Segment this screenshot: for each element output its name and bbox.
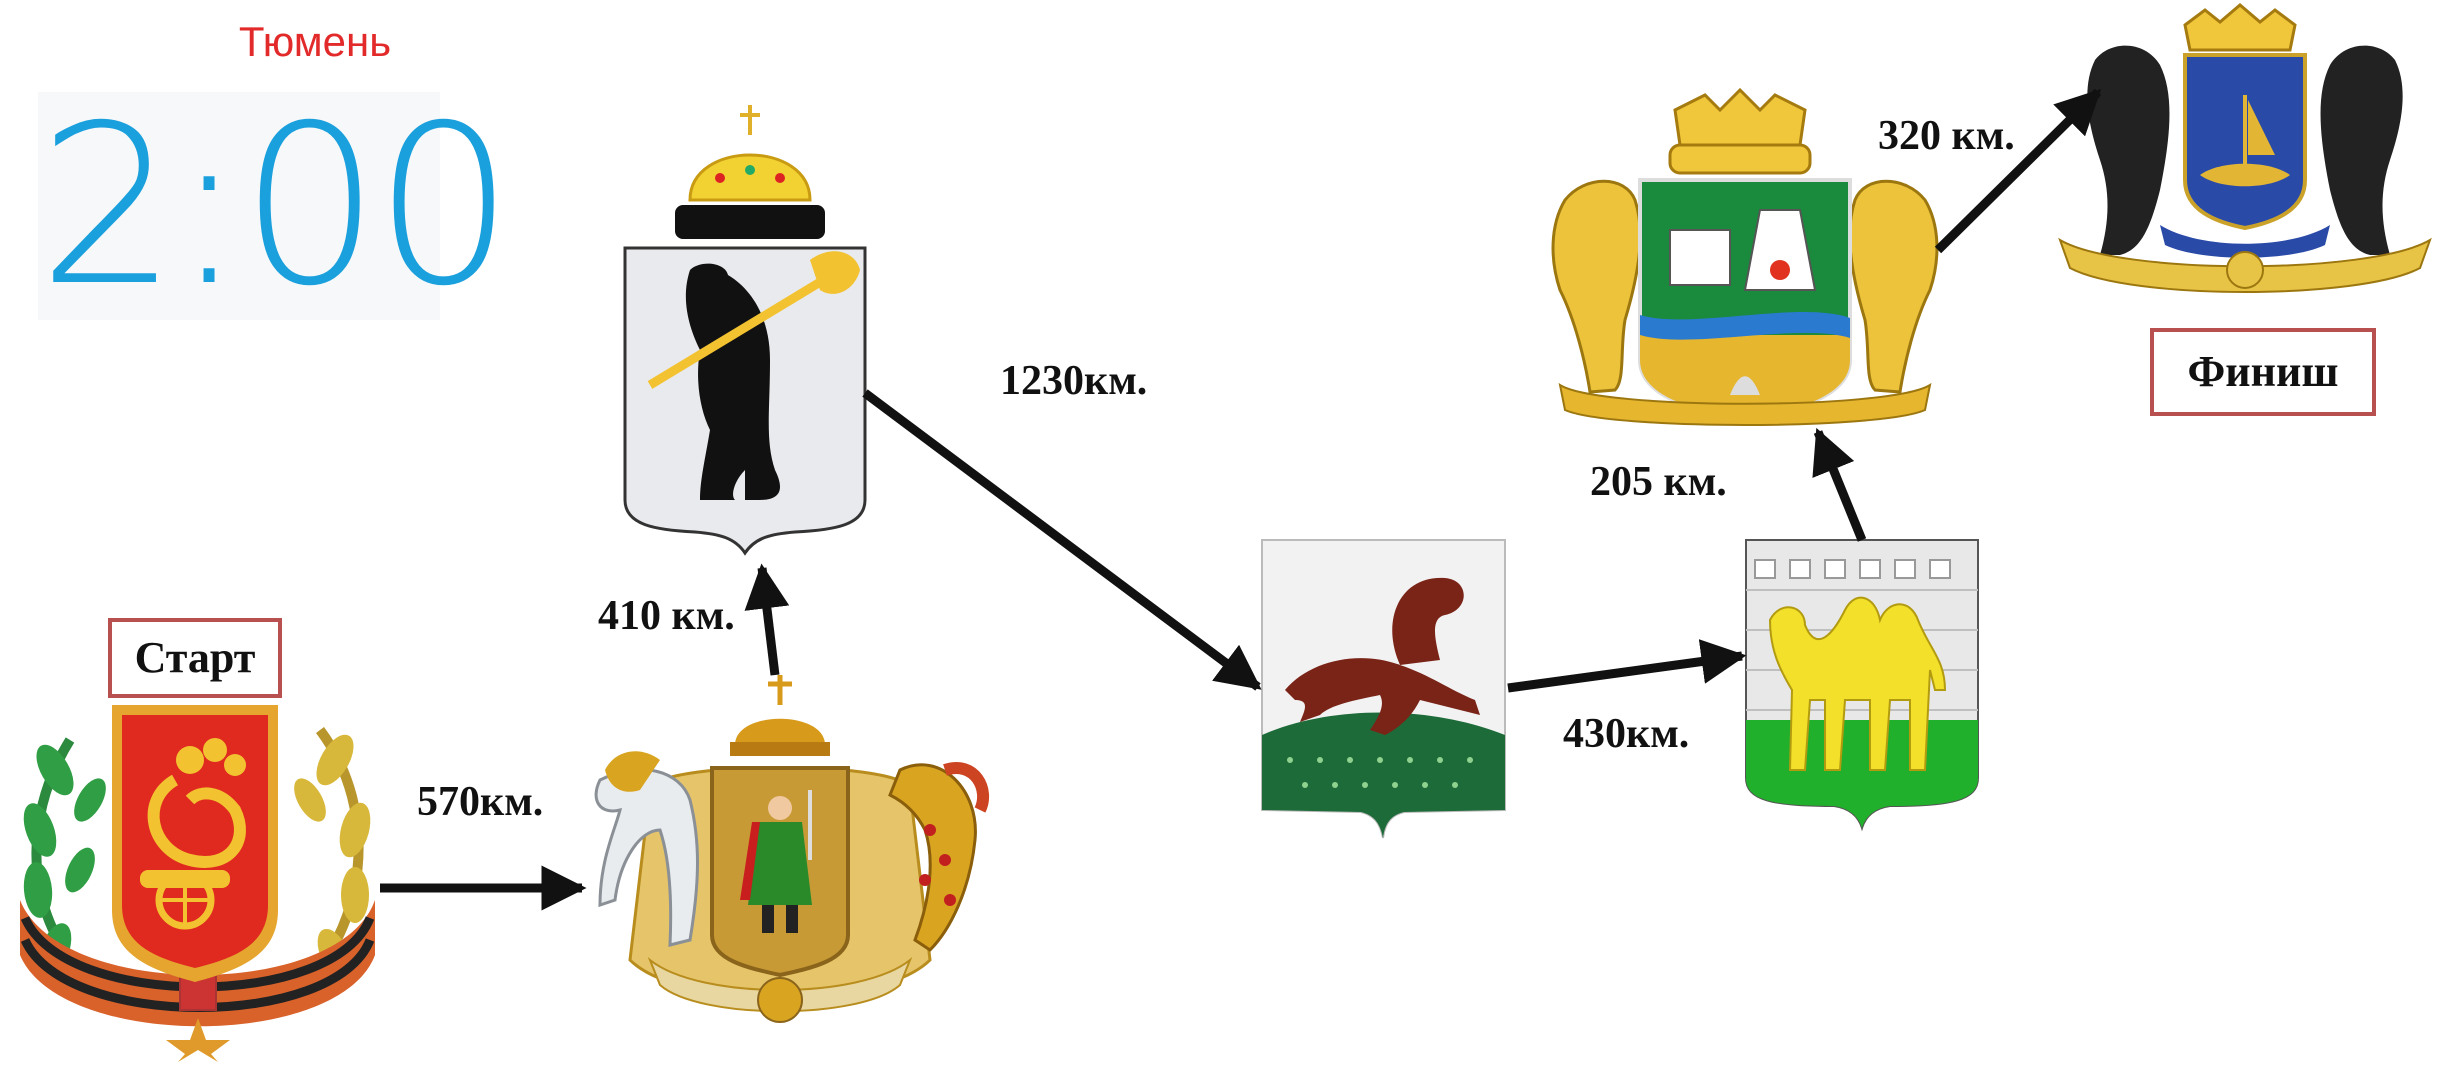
city-label: Тюмень bbox=[238, 18, 392, 65]
arrow-ekb-to-tyumen bbox=[1934, 88, 2102, 254]
arrow-yaroslavl-to-ufa bbox=[862, 389, 1262, 691]
ekaterinburg-coat-of-arms-icon bbox=[1551, 87, 1939, 426]
kolomna-coat-of-arms-icon bbox=[20, 705, 375, 1062]
distance-ryazan-yaroslavl: 410 км. bbox=[598, 593, 735, 639]
finish-label: Финиш bbox=[2150, 328, 2376, 416]
ryazan-coat-of-arms-icon bbox=[594, 675, 990, 1023]
arrow-ryazan-to-yaroslavl bbox=[744, 563, 790, 676]
arrow-chelyabinsk-to-ekb bbox=[1812, 427, 1867, 542]
timer-panel bbox=[38, 92, 440, 320]
start-label: Старт bbox=[108, 618, 282, 698]
yaroslavl-coat-of-arms-icon bbox=[623, 105, 867, 556]
chelyabinsk-coat-of-arms-icon bbox=[1745, 539, 1979, 832]
ufa-coat-of-arms-icon bbox=[1261, 539, 1506, 839]
distance-ekb-tyumen: 320 км. bbox=[1878, 113, 2015, 159]
arrow-ufa-to-chelyabinsk bbox=[1507, 639, 1747, 693]
tyumen-coat-of-arms-icon bbox=[2058, 3, 2432, 293]
distance-chelyabinsk-ekb: 205 км. bbox=[1590, 459, 1727, 505]
distance-yaroslavl-ufa: 1230км. bbox=[1000, 358, 1148, 404]
distance-ufa-chelyabinsk: 430км. bbox=[1563, 711, 1690, 757]
distance-start-ryazan: 570км. bbox=[417, 779, 544, 825]
countdown-timer: 2:00 bbox=[38, 78, 514, 334]
